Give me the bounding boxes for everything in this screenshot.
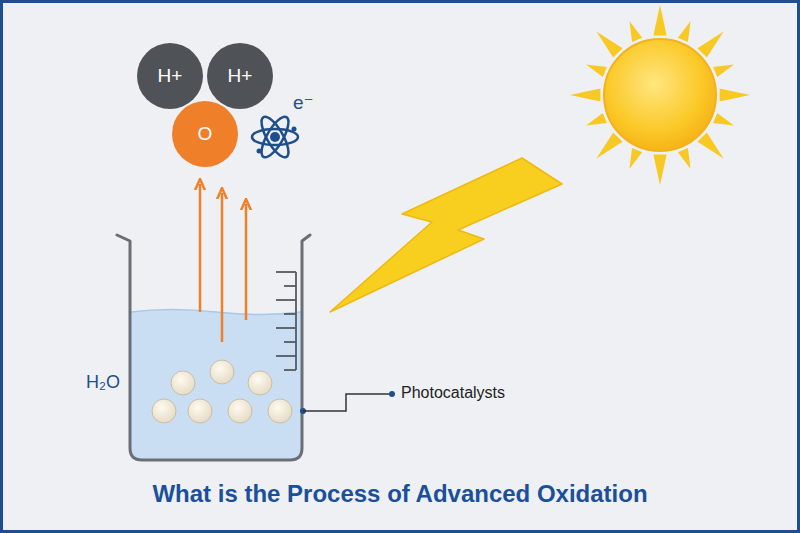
graduation-mark (276, 271, 296, 273)
sun-ray (653, 5, 666, 35)
graduation-scale (295, 272, 297, 370)
particle (248, 371, 272, 395)
lightning-bolt (330, 158, 562, 312)
leader-line (303, 394, 390, 411)
particle (171, 371, 195, 395)
orbit (257, 113, 294, 161)
sun-ray (586, 64, 607, 77)
water-label: H₂O (86, 372, 120, 393)
sun-ray (596, 31, 622, 57)
photocatalysts-label: Photocatalysts (401, 384, 505, 402)
sun-ray (698, 31, 724, 57)
node-text: H+ (158, 65, 183, 87)
leader-dot (389, 391, 395, 397)
beaker (117, 235, 310, 460)
graduation-mark (276, 355, 296, 357)
graduation-mark (276, 299, 296, 301)
hydrogen-ion: H+ (207, 43, 273, 109)
particle (152, 399, 176, 423)
rising-arrow (221, 193, 224, 342)
sun-ray (713, 113, 734, 126)
graduation-mark (284, 341, 296, 343)
water (131, 310, 301, 460)
circle-fill (207, 43, 273, 109)
orbit (257, 113, 294, 161)
rising-arrow (245, 204, 248, 320)
orbit (252, 129, 298, 145)
sun-rays (570, 5, 750, 185)
atom-icon (252, 113, 298, 161)
sun-ray (678, 148, 691, 169)
diagram-title: What is the Process of Advanced Oxidatio… (0, 480, 800, 508)
node-text: O (198, 123, 213, 145)
electron-dot (257, 149, 262, 154)
particle (210, 360, 234, 384)
sun-ray (720, 88, 750, 101)
nucleus (270, 132, 280, 142)
sun-ray (570, 88, 600, 101)
sun-ray (653, 155, 666, 185)
sun-ray (678, 21, 691, 42)
sun-ray (713, 64, 734, 77)
particle (188, 399, 212, 423)
particle (228, 399, 252, 423)
sun-ray (586, 113, 607, 126)
rising-arrow (199, 184, 202, 312)
circle-fill (172, 101, 238, 167)
graduation-mark (284, 285, 296, 287)
circle-fill (137, 43, 203, 109)
oxygen-atom: O (172, 101, 238, 167)
particle (268, 399, 292, 423)
graduation-mark (284, 369, 296, 371)
hydrogen-ion: H+ (137, 43, 203, 109)
sun-ray (698, 133, 724, 159)
graduation-marks (276, 272, 296, 370)
graduation-mark (284, 313, 296, 315)
electron-dot (292, 127, 297, 132)
sun (604, 39, 716, 151)
graduation-mark (276, 327, 296, 329)
electron-label: e⁻ (293, 91, 314, 114)
sun-ray (629, 21, 642, 42)
sun-ray (629, 148, 642, 169)
photocatalyst-particles (152, 360, 292, 423)
water-surface (131, 310, 301, 315)
node-text: H+ (228, 65, 253, 87)
sun-ray (596, 133, 622, 159)
